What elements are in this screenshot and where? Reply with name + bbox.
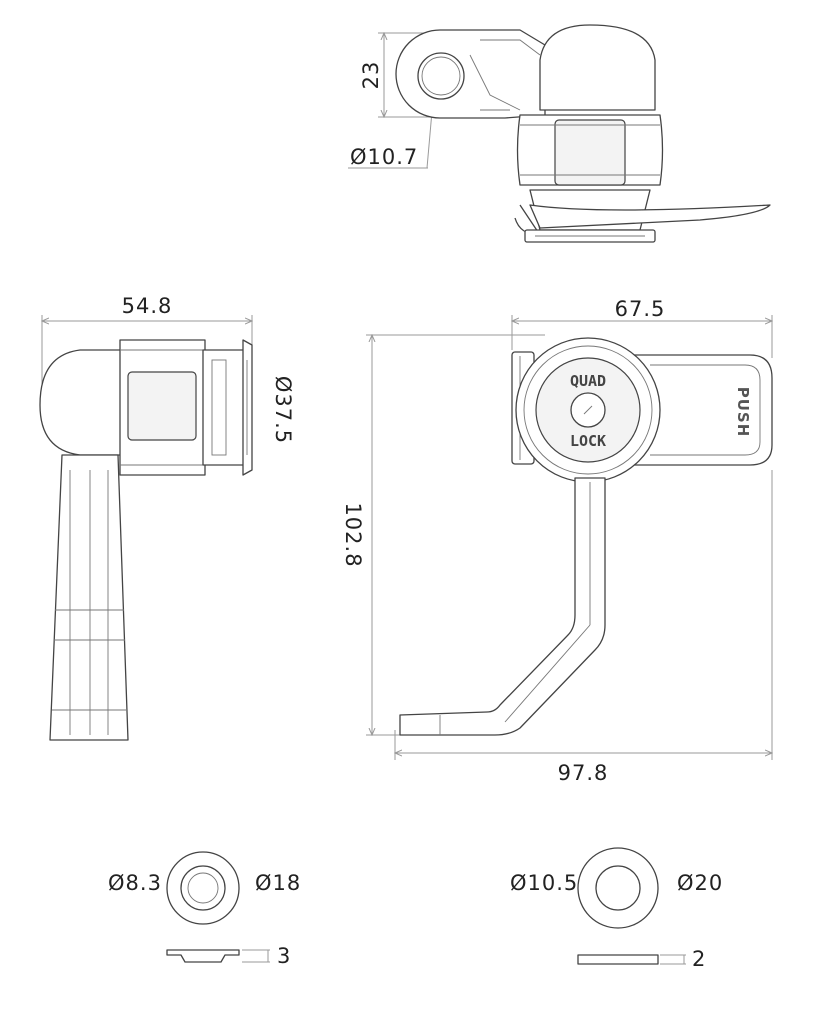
top-view-height-dimension: 23: [359, 33, 440, 117]
front-view-logo-top: QUAD: [570, 372, 606, 390]
top-view: 23 Ø10.7: [348, 24, 771, 243]
washer-large-outer-label: Ø20: [677, 871, 723, 895]
side-view-diameter-dimension: Ø37.5: [271, 376, 295, 444]
washer-small-outer-label: Ø18: [255, 871, 301, 895]
washer-small-thickness-label: 3: [277, 944, 291, 968]
front-view-total-width-label: 97.8: [558, 761, 609, 785]
front-view: 67.5 102.8 97.8 PUSH QUAD LOCK: [341, 297, 772, 785]
front-view-logo-bottom: LOCK: [570, 432, 606, 450]
top-view-hole-label: Ø10.7: [350, 145, 418, 169]
washer-small: Ø8.3 Ø18 3: [108, 851, 301, 968]
washer-small-inner-label: Ø8.3: [108, 871, 162, 895]
top-view-height-label: 23: [359, 61, 383, 90]
front-view-total-width-dimension: 97.8: [395, 470, 772, 785]
front-view-head-width-dimension: 67.5: [512, 297, 772, 358]
washer-large-thickness-label: 2: [692, 947, 706, 971]
front-view-head-width-label: 67.5: [615, 297, 666, 321]
side-view-diameter-label: Ø37.5: [271, 376, 295, 444]
front-view-height-dimension: 102.8: [341, 335, 545, 735]
side-view: 54.8 Ø37.5: [39, 294, 295, 741]
washer-large: Ø10.5 Ø20 2: [510, 847, 723, 971]
side-view-width-label: 54.8: [122, 294, 173, 318]
front-view-push-label: PUSH: [734, 387, 752, 438]
side-view-width-dimension: 54.8: [42, 294, 252, 395]
top-view-hole-callout: Ø10.7: [348, 99, 434, 169]
front-view-height-label: 102.8: [341, 502, 365, 567]
washer-large-inner-label: Ø10.5: [510, 871, 578, 895]
